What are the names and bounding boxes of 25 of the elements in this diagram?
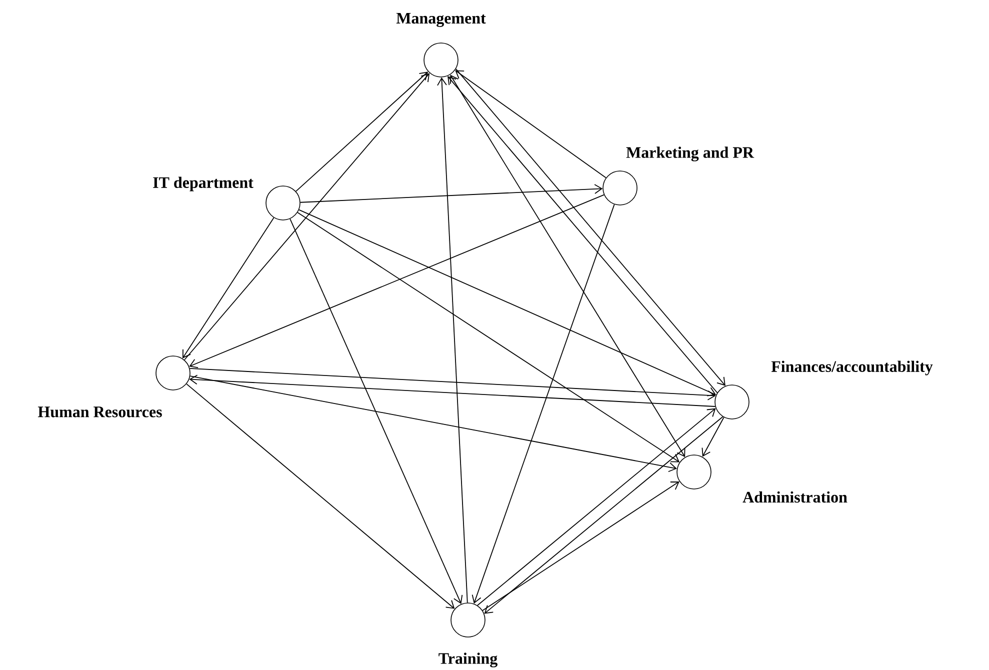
node-label: IT department [153, 176, 254, 192]
arrow [455, 70, 606, 178]
node-label: Finances/accountability [771, 360, 933, 376]
arrow [190, 376, 677, 472]
arrow [189, 194, 604, 368]
arrow [182, 217, 274, 358]
arrow [290, 218, 463, 604]
arrow [437, 77, 468, 604]
arrow [472, 204, 615, 604]
arrow [295, 72, 428, 192]
arrow [189, 374, 716, 407]
node-label: Management [396, 13, 486, 27]
node-label: Marketing and PR [626, 146, 754, 162]
node-label: Training [438, 652, 498, 668]
arrow [482, 481, 680, 611]
arrow [702, 416, 724, 457]
arrow [300, 184, 603, 203]
arrow [450, 74, 686, 458]
arrow [297, 212, 680, 462]
arrow [184, 73, 430, 360]
node-label: Human Resources [38, 406, 162, 418]
arrow [189, 368, 716, 400]
arrow [298, 209, 716, 396]
arrow [186, 384, 455, 609]
node-label: Administration [742, 491, 848, 503]
